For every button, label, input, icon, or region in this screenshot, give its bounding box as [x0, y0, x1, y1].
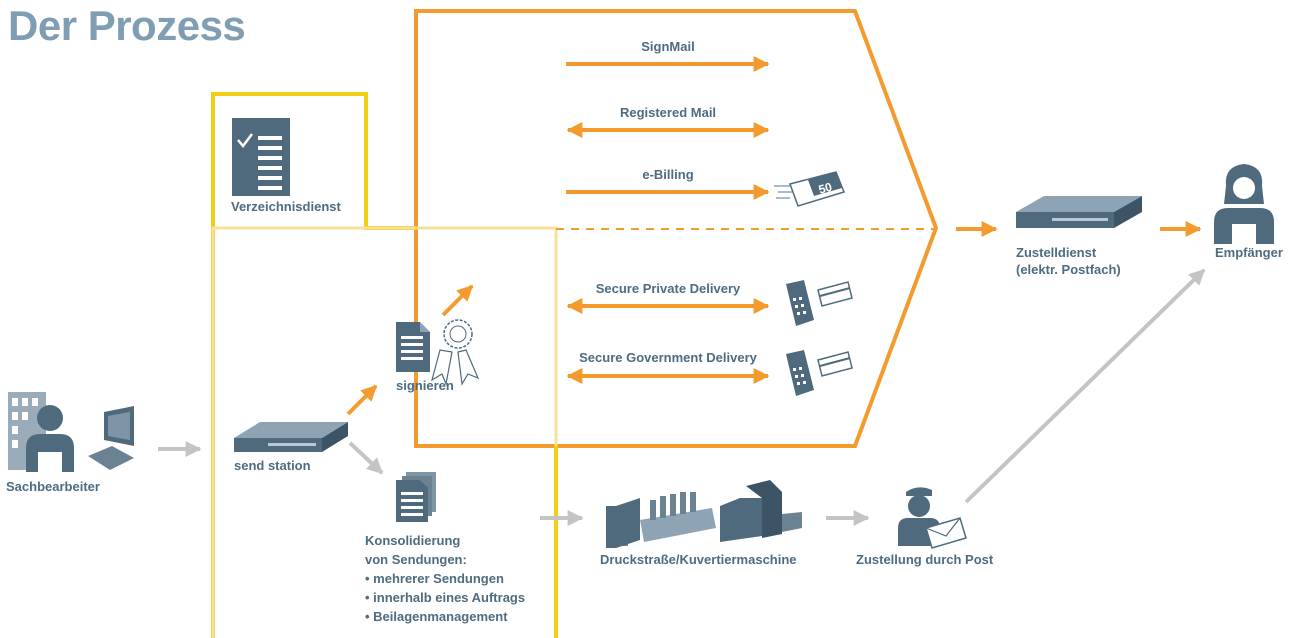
directory-list-icon — [232, 118, 290, 196]
channel-arrows — [566, 56, 770, 384]
konsolidierung-bullet: • innerhalb eines Auftrags — [365, 590, 526, 605]
label-zustelldienst: Zustelldienst — [1016, 245, 1097, 260]
label-druckstrasse: Druckstraße/Kuvertiermaschine — [600, 552, 797, 567]
smart-card-icon — [817, 281, 853, 307]
flow-arrows — [158, 221, 1206, 526]
label-zustellung-post: Zustellung durch Post — [856, 552, 994, 567]
printing-machine-icon — [606, 480, 802, 548]
sender-system-frame-light — [211, 226, 558, 638]
person-icon — [26, 405, 74, 472]
arrow-to-konsolidierung — [348, 441, 384, 475]
arrow-from-signieren — [441, 284, 474, 317]
channel-label-secure-private-delivery: Secure Private Delivery — [595, 281, 741, 296]
arrow-to-signieren — [346, 384, 378, 416]
channel-label-signmail: SignMail — [641, 39, 695, 54]
postman-icon — [898, 487, 967, 549]
label-verzeichnisdienst: Verzeichnisdienst — [231, 199, 341, 214]
frames — [211, 9, 939, 638]
card-reader-icon — [786, 280, 814, 326]
label-zustelldienst-sub: (elektr. Postfach) — [1016, 262, 1121, 277]
document-icon — [396, 322, 430, 372]
label-empfaenger: Empfänger — [1215, 245, 1283, 260]
stacked-documents-icon — [396, 472, 436, 522]
konsolidierung-bullet: • Beilagenmanagement — [365, 609, 508, 624]
smart-card-icon — [817, 351, 853, 377]
server-icon — [234, 422, 348, 452]
invoice-amount: 50 — [817, 180, 834, 197]
invoice-50-icon: 50 — [774, 171, 845, 207]
certificate-seal-icon — [431, 319, 480, 387]
label-send-station: send station — [234, 458, 311, 473]
computer-icon — [88, 406, 134, 470]
label-sachbearbeiter: Sachbearbeiter — [6, 479, 100, 494]
card-reader-icon — [786, 350, 814, 396]
label-konsolidierung-line2: von Sendungen: — [365, 552, 467, 567]
server-icon — [1016, 196, 1142, 228]
channel-label-registered-mail: Registered Mail — [619, 105, 717, 120]
channel-label-e-billing: e-Billing — [642, 167, 694, 182]
secure-channel-frame — [414, 9, 939, 448]
channel-label-secure-government-delivery: Secure Government Delivery — [579, 350, 757, 365]
arrow-post-to-empfaenger — [964, 268, 1206, 504]
label-konsolidierung-line1: Konsolidierung — [365, 533, 461, 548]
konsolidierung-bullet: • mehrerer Sendungen — [365, 571, 504, 586]
page-title: Der Prozess — [8, 2, 246, 49]
label-signieren: signieren — [396, 378, 454, 393]
recipient-icon — [1214, 164, 1274, 244]
